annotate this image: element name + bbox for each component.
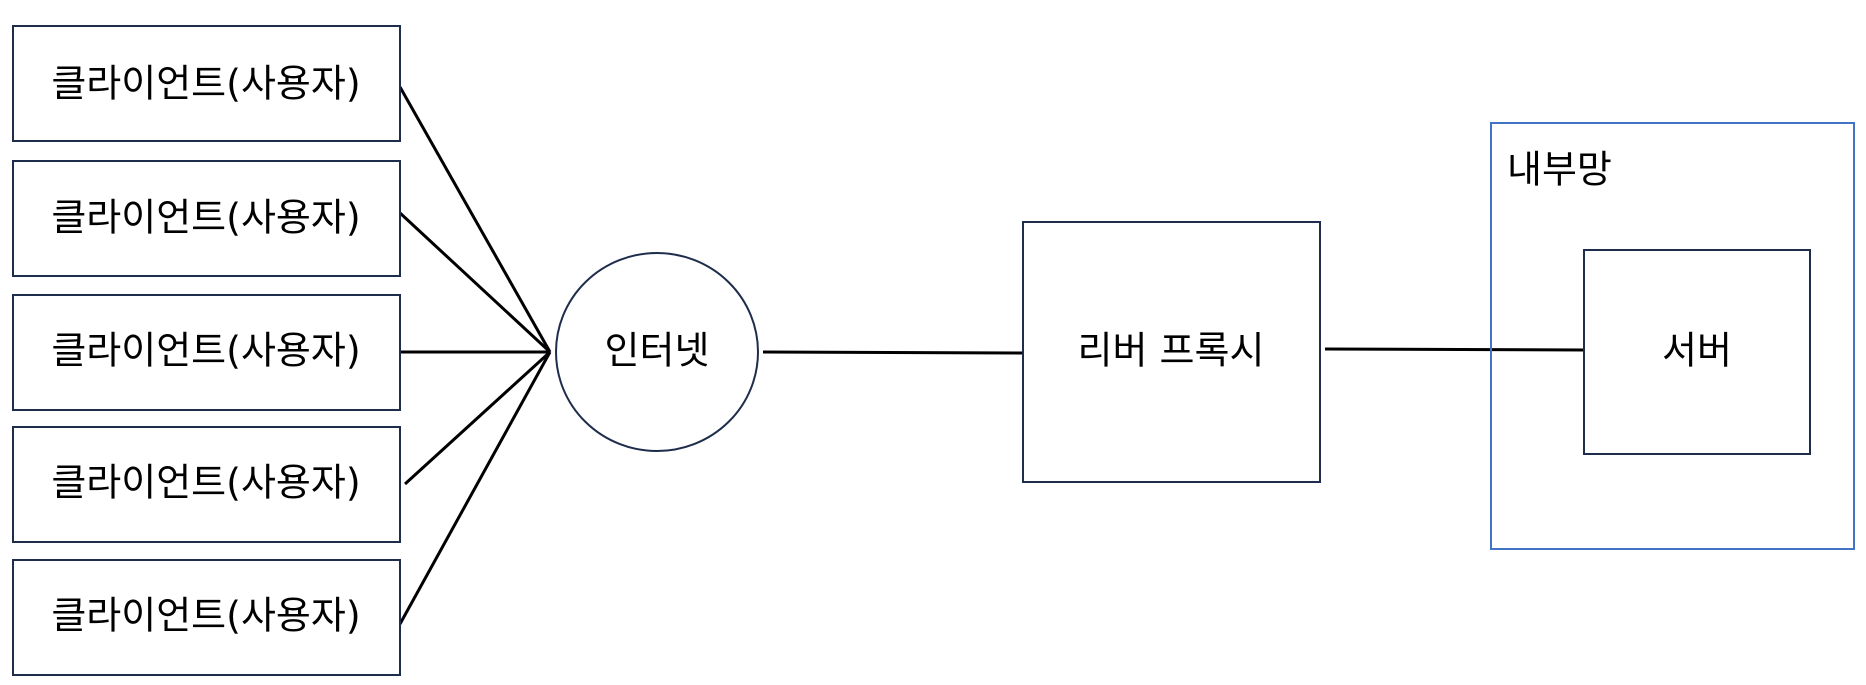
edge-proxy-server <box>1324 347 1586 352</box>
internet-node: 인터넷 <box>555 252 759 452</box>
server-node: 서버 <box>1583 249 1811 455</box>
client-label: 클라이언트(사용자) <box>51 329 360 373</box>
client-label: 클라이언트(사용자) <box>51 196 360 240</box>
edge-client-1-internet <box>398 86 552 353</box>
edge-client-2-internet <box>398 211 552 354</box>
edge-client-4-internet <box>403 350 552 486</box>
internal-network-zone: 내부망 <box>1490 122 1855 550</box>
client-node-5: 클라이언트(사용자) <box>12 559 401 676</box>
client-node-1: 클라이언트(사용자) <box>12 25 401 142</box>
client-node-2: 클라이언트(사용자) <box>12 160 401 277</box>
client-node-4: 클라이언트(사용자) <box>12 426 401 543</box>
edge-internet-proxy <box>762 350 1024 355</box>
server-label: 서버 <box>1662 329 1732 373</box>
edge-client-5-internet <box>398 351 552 625</box>
client-label: 클라이언트(사용자) <box>51 594 360 638</box>
reverse-proxy-label: 리버 프록시 <box>1078 329 1265 373</box>
client-label: 클라이언트(사용자) <box>51 62 360 106</box>
internet-label: 인터넷 <box>605 329 710 373</box>
internal-network-label: 내부망 <box>1507 148 1612 192</box>
client-node-3: 클라이언트(사용자) <box>12 294 401 411</box>
reverse-proxy-node: 리버 프록시 <box>1022 221 1321 483</box>
client-label: 클라이언트(사용자) <box>51 461 360 505</box>
